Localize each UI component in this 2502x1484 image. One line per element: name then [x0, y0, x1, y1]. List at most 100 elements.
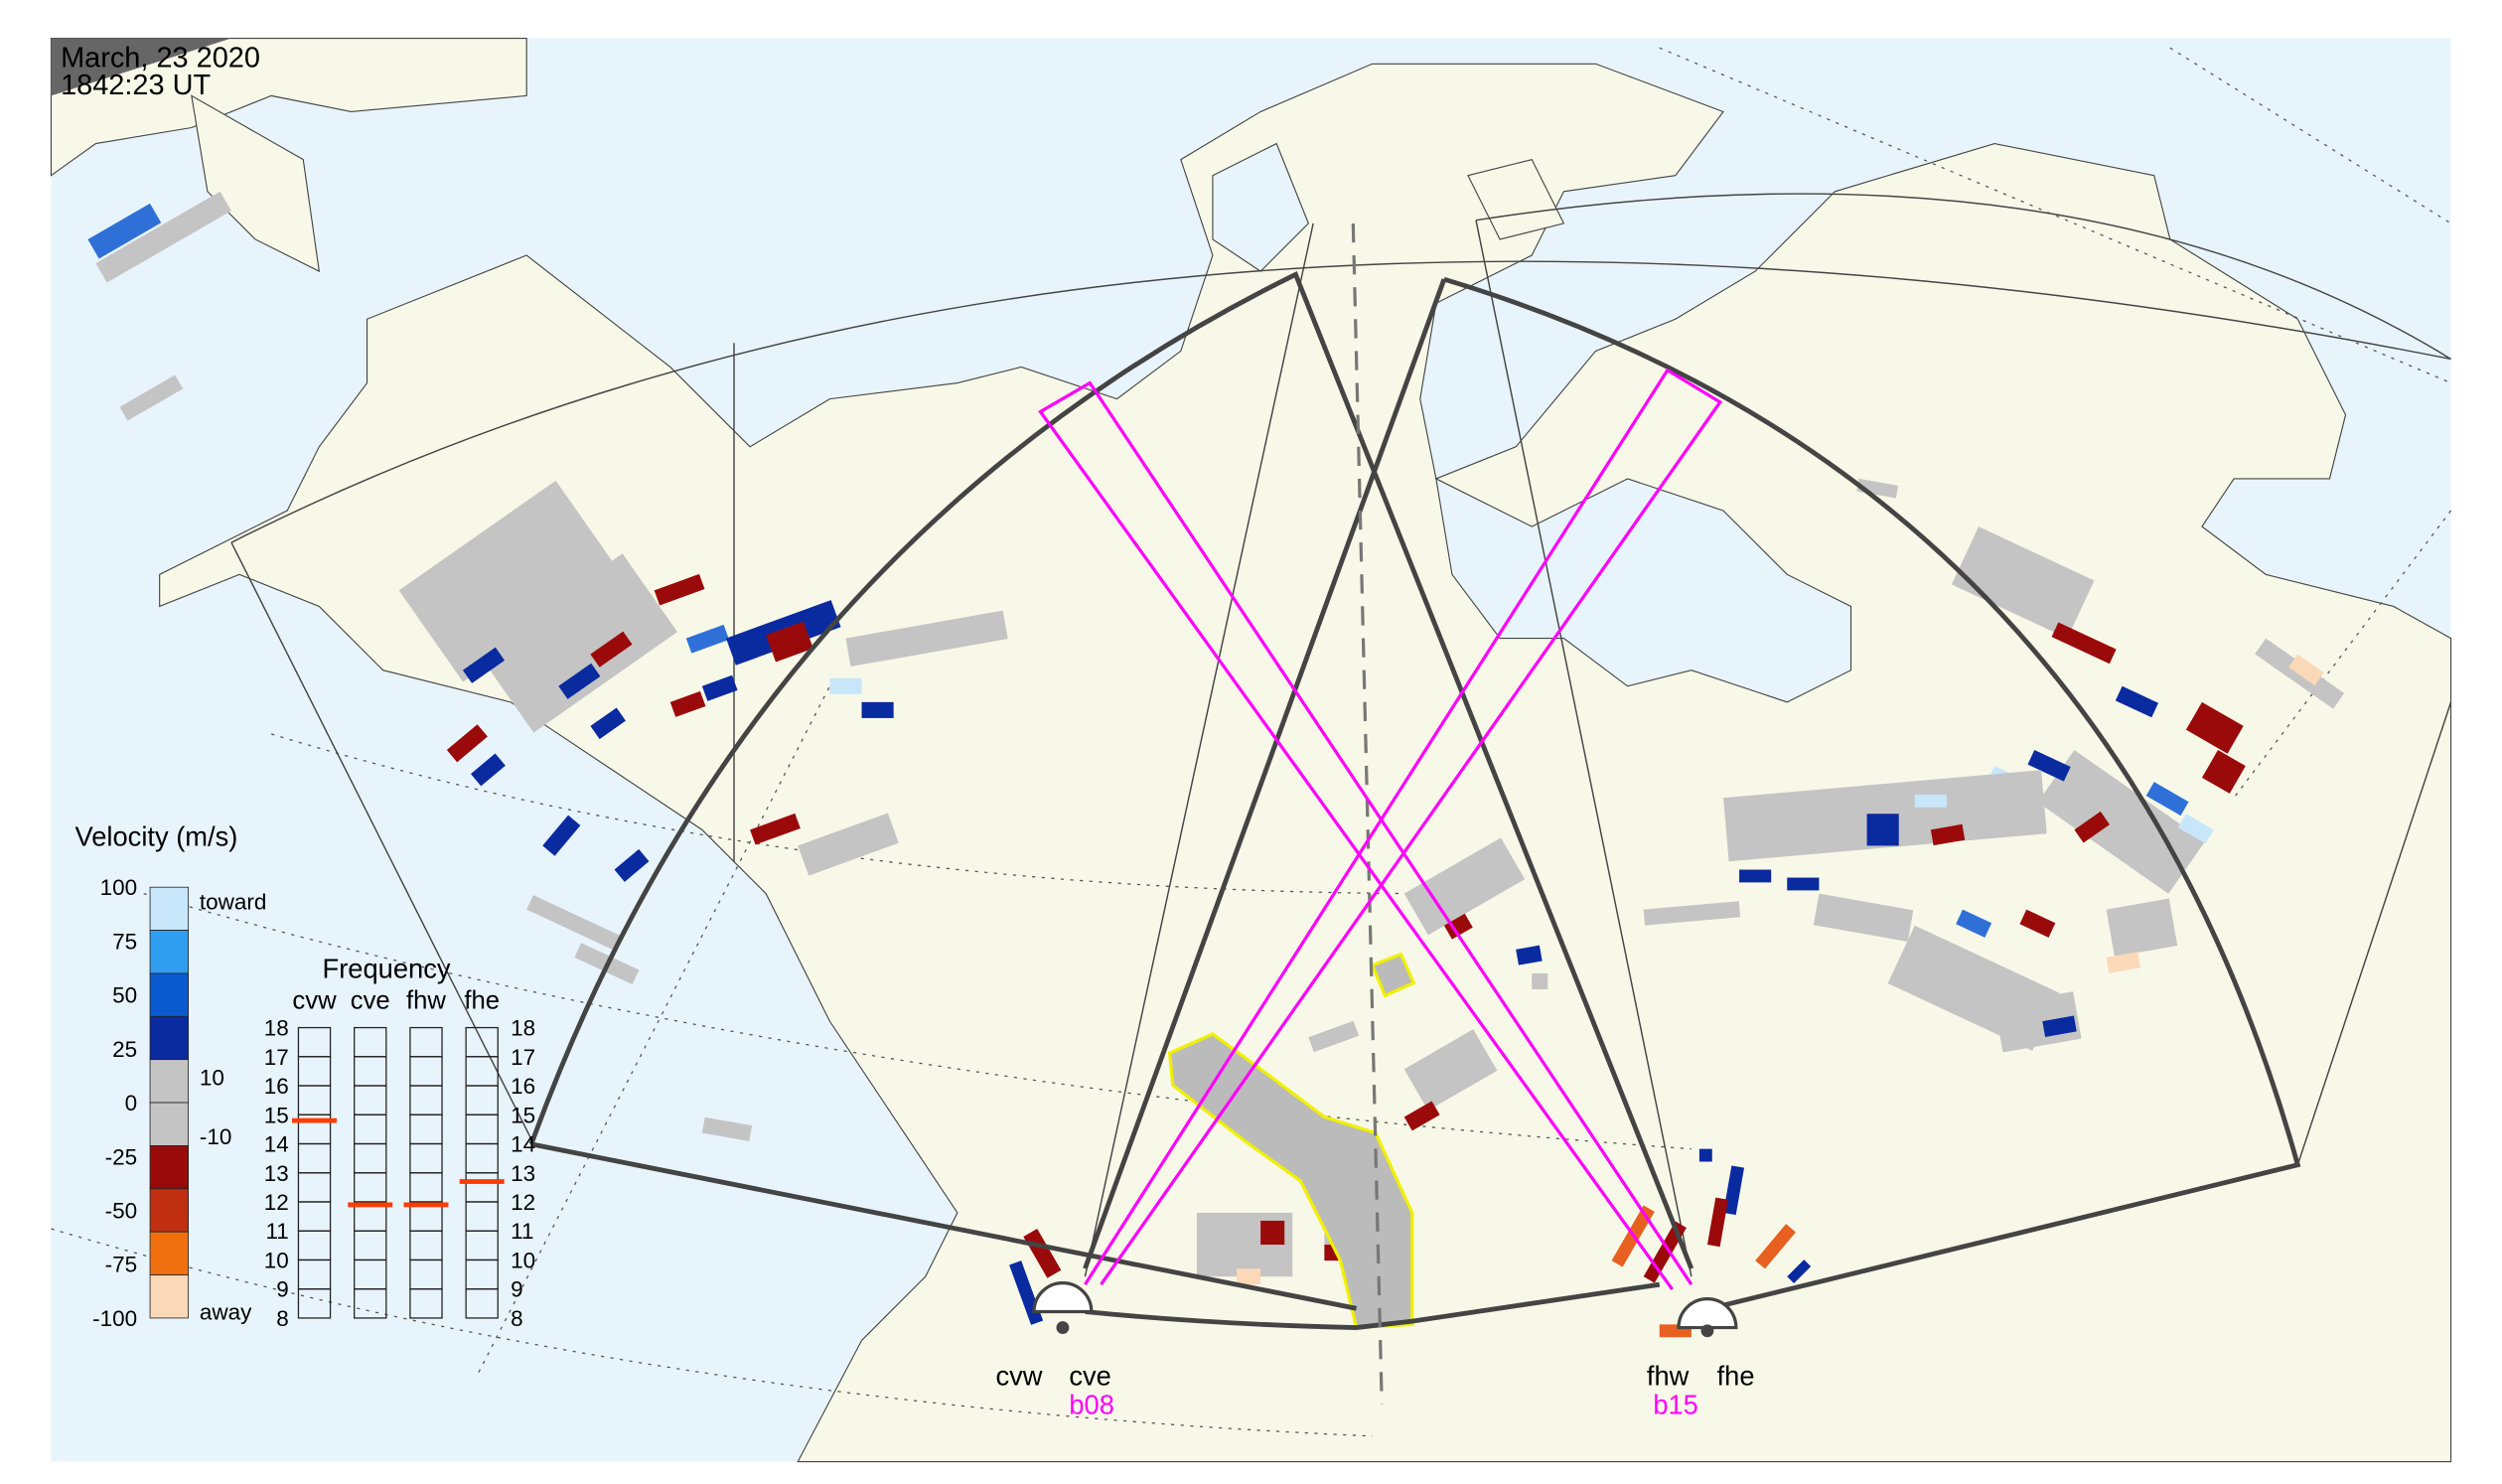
scatter-cell: [1930, 823, 1966, 846]
frequency-radar-fhe: fhe: [464, 986, 500, 1014]
scatter-cell: [1787, 877, 1820, 891]
frequency-tick-right: 10: [511, 1248, 535, 1272]
scatter-cell: [685, 624, 730, 654]
frequency-marker-fhw: [403, 1202, 449, 1208]
scatter-cell: [2201, 750, 2246, 794]
scatter-cell: [1856, 478, 1899, 499]
colorbar-tick: -25: [105, 1144, 137, 1169]
frequency-marker-cve: [348, 1202, 393, 1208]
scatter-cell: [2051, 622, 2117, 665]
scatter-cell: [1956, 909, 1992, 938]
scatter-cell: [1403, 1029, 1498, 1112]
fov-outlines: [230, 193, 2452, 1277]
beam-label-fhw: b15: [1653, 1389, 1698, 1419]
scatter-cell: [2106, 898, 2178, 958]
scatter-cell: [1532, 972, 1548, 989]
colorbar-tick: -50: [105, 1199, 137, 1224]
frequency-radar-cve: cve: [351, 986, 390, 1014]
scatter-cell: [2115, 685, 2159, 718]
frequency-marker-fhe: [459, 1179, 505, 1184]
frequency-tick-left: 18: [264, 1016, 289, 1041]
colorbar-tick: 75: [112, 929, 137, 954]
colorbar-segment: [149, 886, 190, 931]
scatter-cell: [2145, 782, 2189, 816]
scatter-cell: [750, 813, 801, 845]
frequency-tick-right: 17: [511, 1045, 535, 1070]
colorbar-tick: 0: [125, 1091, 138, 1115]
gs-lower-label: -10: [200, 1124, 232, 1149]
scatter-cell: [526, 895, 621, 951]
frequency-tick-left: 16: [264, 1074, 289, 1099]
scatter-cell: [1723, 1165, 1745, 1216]
toward-label: toward: [200, 890, 267, 915]
scatter-cell: [669, 690, 706, 717]
frequency-tick-right: 15: [511, 1103, 535, 1127]
colorbar-segment: [149, 1145, 190, 1190]
frequency-tick-right: 16: [511, 1074, 535, 1099]
scatter-cell: [1237, 1268, 1261, 1285]
meridian-dashed: [1351, 223, 1384, 1405]
scatter-cell: [1813, 893, 1914, 942]
radar-fans: [528, 270, 2301, 1330]
scatter-cell: [1994, 991, 2082, 1053]
scatter-cell: [478, 553, 678, 733]
scatter-cell: [1643, 901, 1741, 926]
site-label-fhe: fhe: [1717, 1360, 1755, 1391]
scatter-cell: [1706, 1197, 1728, 1248]
gs-upper-label: 10: [200, 1065, 224, 1090]
frequency-tick-right: 12: [511, 1190, 535, 1215]
scatter-cell: [2019, 909, 2056, 938]
scatter-cell: [542, 815, 581, 856]
scatter-cell: [1403, 837, 1526, 936]
scatter-cell: [2027, 750, 2071, 782]
frequency-tick-right: 11: [511, 1219, 533, 1244]
frequency-tick-left: 8: [276, 1306, 289, 1331]
colorbar-tick: -100: [92, 1306, 137, 1331]
highlighted-cells-region: [1167, 1032, 1414, 1330]
site-label-cvw: cvw: [995, 1360, 1042, 1391]
frequency-tick-left: 17: [264, 1045, 289, 1070]
land: [50, 37, 2452, 1463]
scatter-cell: [798, 813, 899, 876]
colorbar-segment: [149, 1188, 190, 1233]
colorbar-segment: [149, 1059, 190, 1104]
scatter-cell: [1516, 945, 1543, 965]
time-label: 1842:23 UT: [61, 70, 211, 101]
scatter-cell: [1914, 795, 1947, 808]
scatter-cell: [1866, 814, 1899, 846]
scatter-cell: [845, 610, 1008, 668]
colorbar-segment: [149, 1015, 190, 1061]
frequency-tick-left: 11: [265, 1219, 288, 1244]
colorbar-tick: 50: [112, 983, 137, 1008]
date-label: March, 23 2020: [61, 42, 260, 74]
scatter-cell: [590, 631, 633, 668]
colorbar-segment: [149, 1102, 190, 1146]
frequency-radar-fhw: fhw: [406, 986, 446, 1014]
scatter-cell: [1260, 1220, 1285, 1246]
colorbar-segment: [149, 972, 190, 1017]
highlighted-cell-small: [1370, 952, 1416, 998]
scatter-cells: [87, 191, 2345, 1338]
site-label-fhw: fhw: [1647, 1360, 1690, 1391]
colorbar-tick: 100: [100, 875, 138, 900]
frequency-radar-cvw: cvw: [292, 986, 337, 1014]
frequency-tick-right: 9: [511, 1277, 523, 1302]
scatter-cell: [2177, 814, 2214, 844]
colorbar-segment: [149, 1231, 190, 1275]
frequency-tick-right: 14: [511, 1132, 535, 1157]
scatter-cell: [1739, 869, 1772, 883]
frequency-title: Frequency: [323, 954, 451, 984]
scatter-cell: [87, 203, 162, 259]
scatter-cell: [2074, 811, 2110, 843]
frequency-tick-left: 12: [264, 1190, 289, 1215]
scatter-cell: [829, 677, 862, 694]
scatter-cell: [1308, 1020, 1360, 1053]
frequency-tick-right: 18: [511, 1016, 535, 1041]
scatter-cell: [398, 480, 621, 682]
frequency-tick-left: 13: [264, 1161, 289, 1186]
corner-marker: [51, 38, 231, 96]
colorbar-segment: [149, 1274, 190, 1319]
